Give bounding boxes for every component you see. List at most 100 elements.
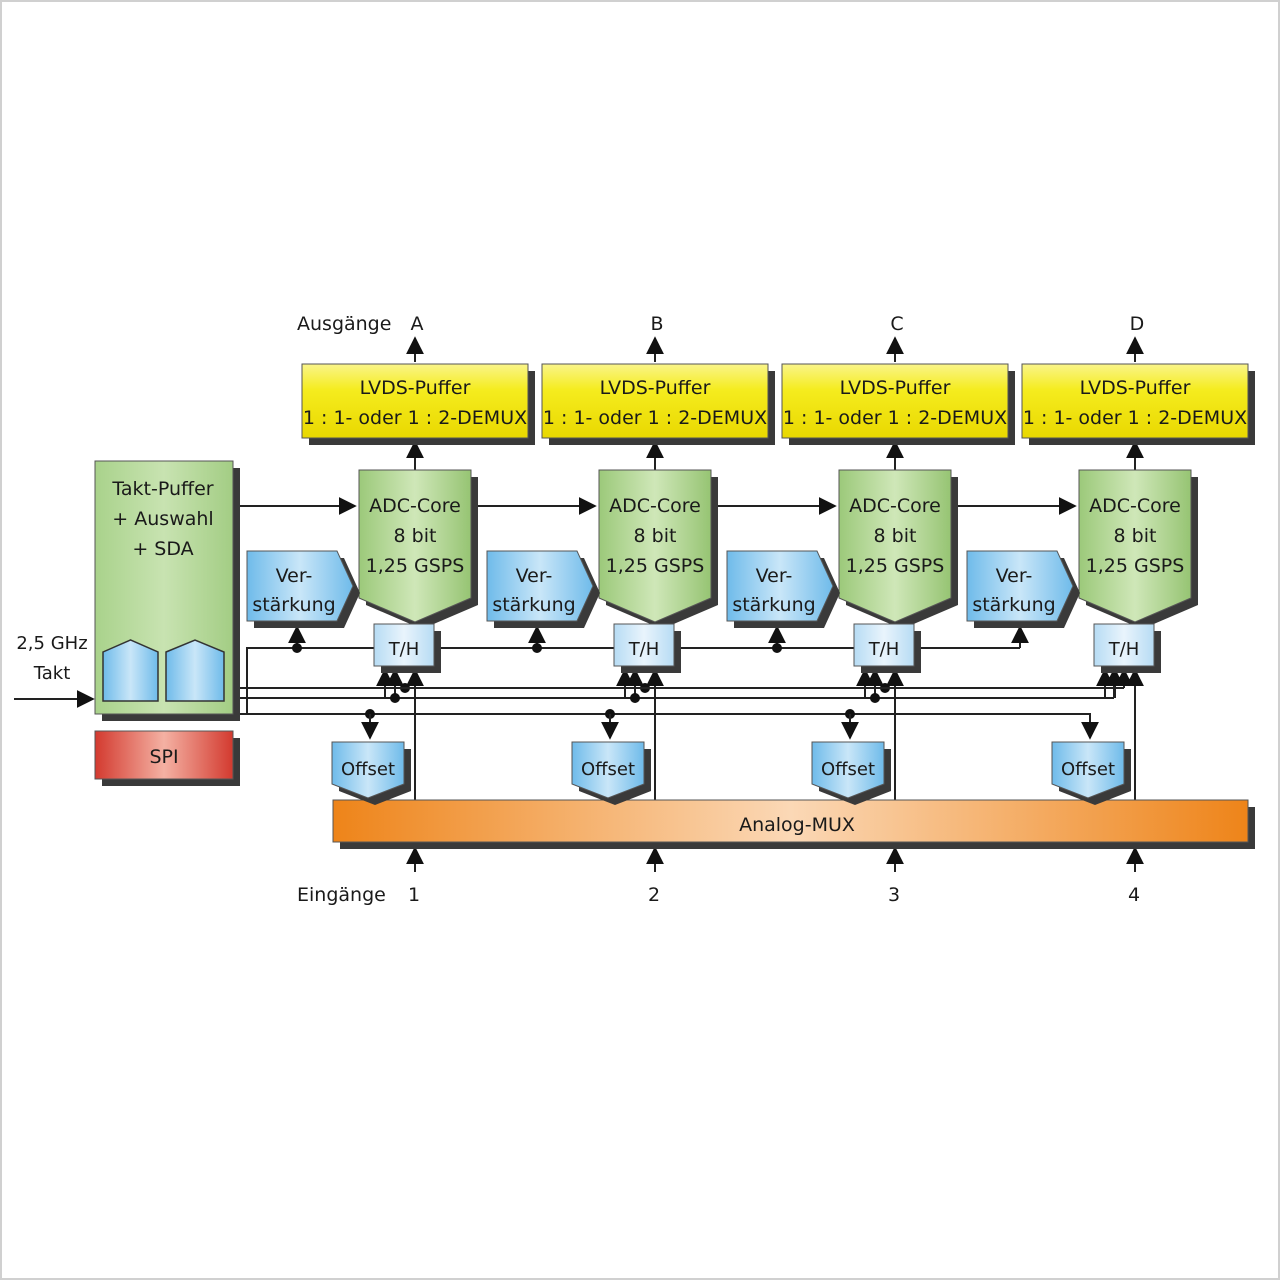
- lvds-buffer-C-body: [781, 363, 1009, 439]
- gain-label2-1: stärkung: [252, 594, 335, 616]
- lvds-label1-A: LVDS-Puffer: [360, 377, 471, 399]
- adc-label2-2: 8 bit: [634, 525, 677, 547]
- adc-label1-4: ADC-Core: [1089, 495, 1181, 517]
- input-label-2: 2: [648, 884, 660, 906]
- spi-label: SPI: [149, 746, 178, 768]
- track-hold-2: [613, 623, 681, 673]
- track-hold-label-4: T/H: [1108, 639, 1140, 660]
- offset-block-4: [1051, 741, 1131, 805]
- offset-block-3-body: [811, 741, 885, 799]
- clock-buffer-line1: Takt-Puffer: [111, 478, 213, 500]
- gain-block-4: [966, 550, 1080, 628]
- adc-core-3-body: [838, 469, 952, 623]
- adc-label1-3: ADC-Core: [849, 495, 941, 517]
- offset-block-1: [331, 741, 411, 805]
- lvds-buffer-C: [781, 363, 1015, 445]
- adc-core-1: [358, 469, 478, 629]
- gain-label2-2: stärkung: [492, 594, 575, 616]
- track-hold-1: [373, 623, 441, 673]
- output-label-D: D: [1130, 313, 1145, 335]
- clock-buffer-line2: + Auswahl: [112, 508, 213, 530]
- gain-label1-1: Ver-: [276, 565, 313, 587]
- offset-label-2: Offset: [581, 759, 635, 780]
- gain-block-2-body: [486, 550, 594, 622]
- lvds-buffer-A: [301, 363, 535, 445]
- track-hold-1-body: [373, 623, 435, 667]
- gain-block-2: [486, 550, 600, 628]
- offset-block-1-body: [331, 741, 405, 799]
- lvds-label2-D: 1 : 1- oder 1 : 2-DEMUX: [1023, 407, 1247, 429]
- spi-block: [94, 730, 240, 786]
- adc-label1-1: ADC-Core: [369, 495, 461, 517]
- junction-dot: [870, 693, 880, 703]
- gain-block-1-body: [246, 550, 354, 622]
- clock-buffer-line3: + SDA: [132, 538, 193, 560]
- lvds-buffer-B: [541, 363, 775, 445]
- adc-core-2: [598, 469, 718, 629]
- adc-core-4: [1078, 469, 1198, 629]
- input-label-1: 1: [408, 884, 420, 906]
- th-control-bus: [246, 647, 374, 714]
- track-hold-label-3: T/H: [868, 639, 900, 660]
- track-hold-4: [1093, 623, 1161, 673]
- gain-label1-4: Ver-: [996, 565, 1033, 587]
- analog-mux-block-body: [332, 799, 1249, 843]
- adc-label2-4: 8 bit: [1114, 525, 1157, 547]
- junction-dot: [532, 643, 542, 653]
- junction-dot: [772, 643, 782, 653]
- junction-dot: [390, 693, 400, 703]
- offset-block-2: [571, 741, 651, 805]
- inputs-label: Eingänge: [297, 884, 386, 906]
- gain-block-3: [726, 550, 840, 628]
- clock-label: Takt: [33, 663, 71, 684]
- junction-dot: [630, 693, 640, 703]
- junction-dot: [292, 643, 302, 653]
- track-hold-2-body: [613, 623, 675, 667]
- gain-label1-2: Ver-: [516, 565, 553, 587]
- output-label-B: B: [650, 313, 663, 335]
- gain-block-1: [246, 550, 360, 628]
- lvds-label2-A: 1 : 1- oder 1 : 2-DEMUX: [303, 407, 527, 429]
- track-hold-4-body: [1093, 623, 1155, 667]
- adc-core-4-body: [1078, 469, 1192, 623]
- clock-frequency-label: 2,5 GHz: [16, 633, 87, 654]
- lvds-buffer-D: [1021, 363, 1255, 445]
- adc-label3-3: 1,25 GSPS: [846, 555, 945, 577]
- adc-label2-1: 8 bit: [394, 525, 437, 547]
- clock-buffer-icon-1: [102, 639, 159, 702]
- lvds-label2-B: 1 : 1- oder 1 : 2-DEMUX: [543, 407, 767, 429]
- lvds-buffer-B-body: [541, 363, 769, 439]
- spi-block-body: [94, 730, 234, 780]
- adc-core-1-body: [358, 469, 472, 623]
- offset-label-4: Offset: [1061, 759, 1115, 780]
- track-hold-label-1: T/H: [388, 639, 420, 660]
- gain-label1-3: Ver-: [756, 565, 793, 587]
- output-label-A: A: [411, 313, 424, 335]
- offset-label-3: Offset: [821, 759, 875, 780]
- gain-label2-4: stärkung: [972, 594, 1055, 616]
- adc-label1-2: ADC-Core: [609, 495, 701, 517]
- offset-label-1: Offset: [341, 759, 395, 780]
- offset-block-2-body: [571, 741, 645, 799]
- adc-label3-4: 1,25 GSPS: [1086, 555, 1185, 577]
- clock-buffer-icon-2: [165, 639, 225, 702]
- lvds-label2-C: 1 : 1- oder 1 : 2-DEMUX: [783, 407, 1007, 429]
- lvds-buffer-D-body: [1021, 363, 1249, 439]
- track-hold-label-2: T/H: [628, 639, 660, 660]
- adc-core-3: [838, 469, 958, 629]
- lvds-label1-B: LVDS-Puffer: [600, 377, 711, 399]
- track-hold-3: [853, 623, 921, 673]
- adc-label3-2: 1,25 GSPS: [606, 555, 705, 577]
- gain-block-3-body: [726, 550, 834, 622]
- offset-block-4-body: [1051, 741, 1125, 799]
- analog-mux-block: [332, 799, 1255, 849]
- lvds-buffer-A-body: [301, 363, 529, 439]
- adc-label3-1: 1,25 GSPS: [366, 555, 465, 577]
- gain-label2-3: stärkung: [732, 594, 815, 616]
- analog-mux-label: Analog-MUX: [739, 814, 855, 836]
- gain-block-4-body: [966, 550, 1074, 622]
- output-label-C: C: [890, 313, 903, 335]
- outputs-label: Ausgänge: [297, 313, 391, 335]
- lvds-label1-C: LVDS-Puffer: [840, 377, 951, 399]
